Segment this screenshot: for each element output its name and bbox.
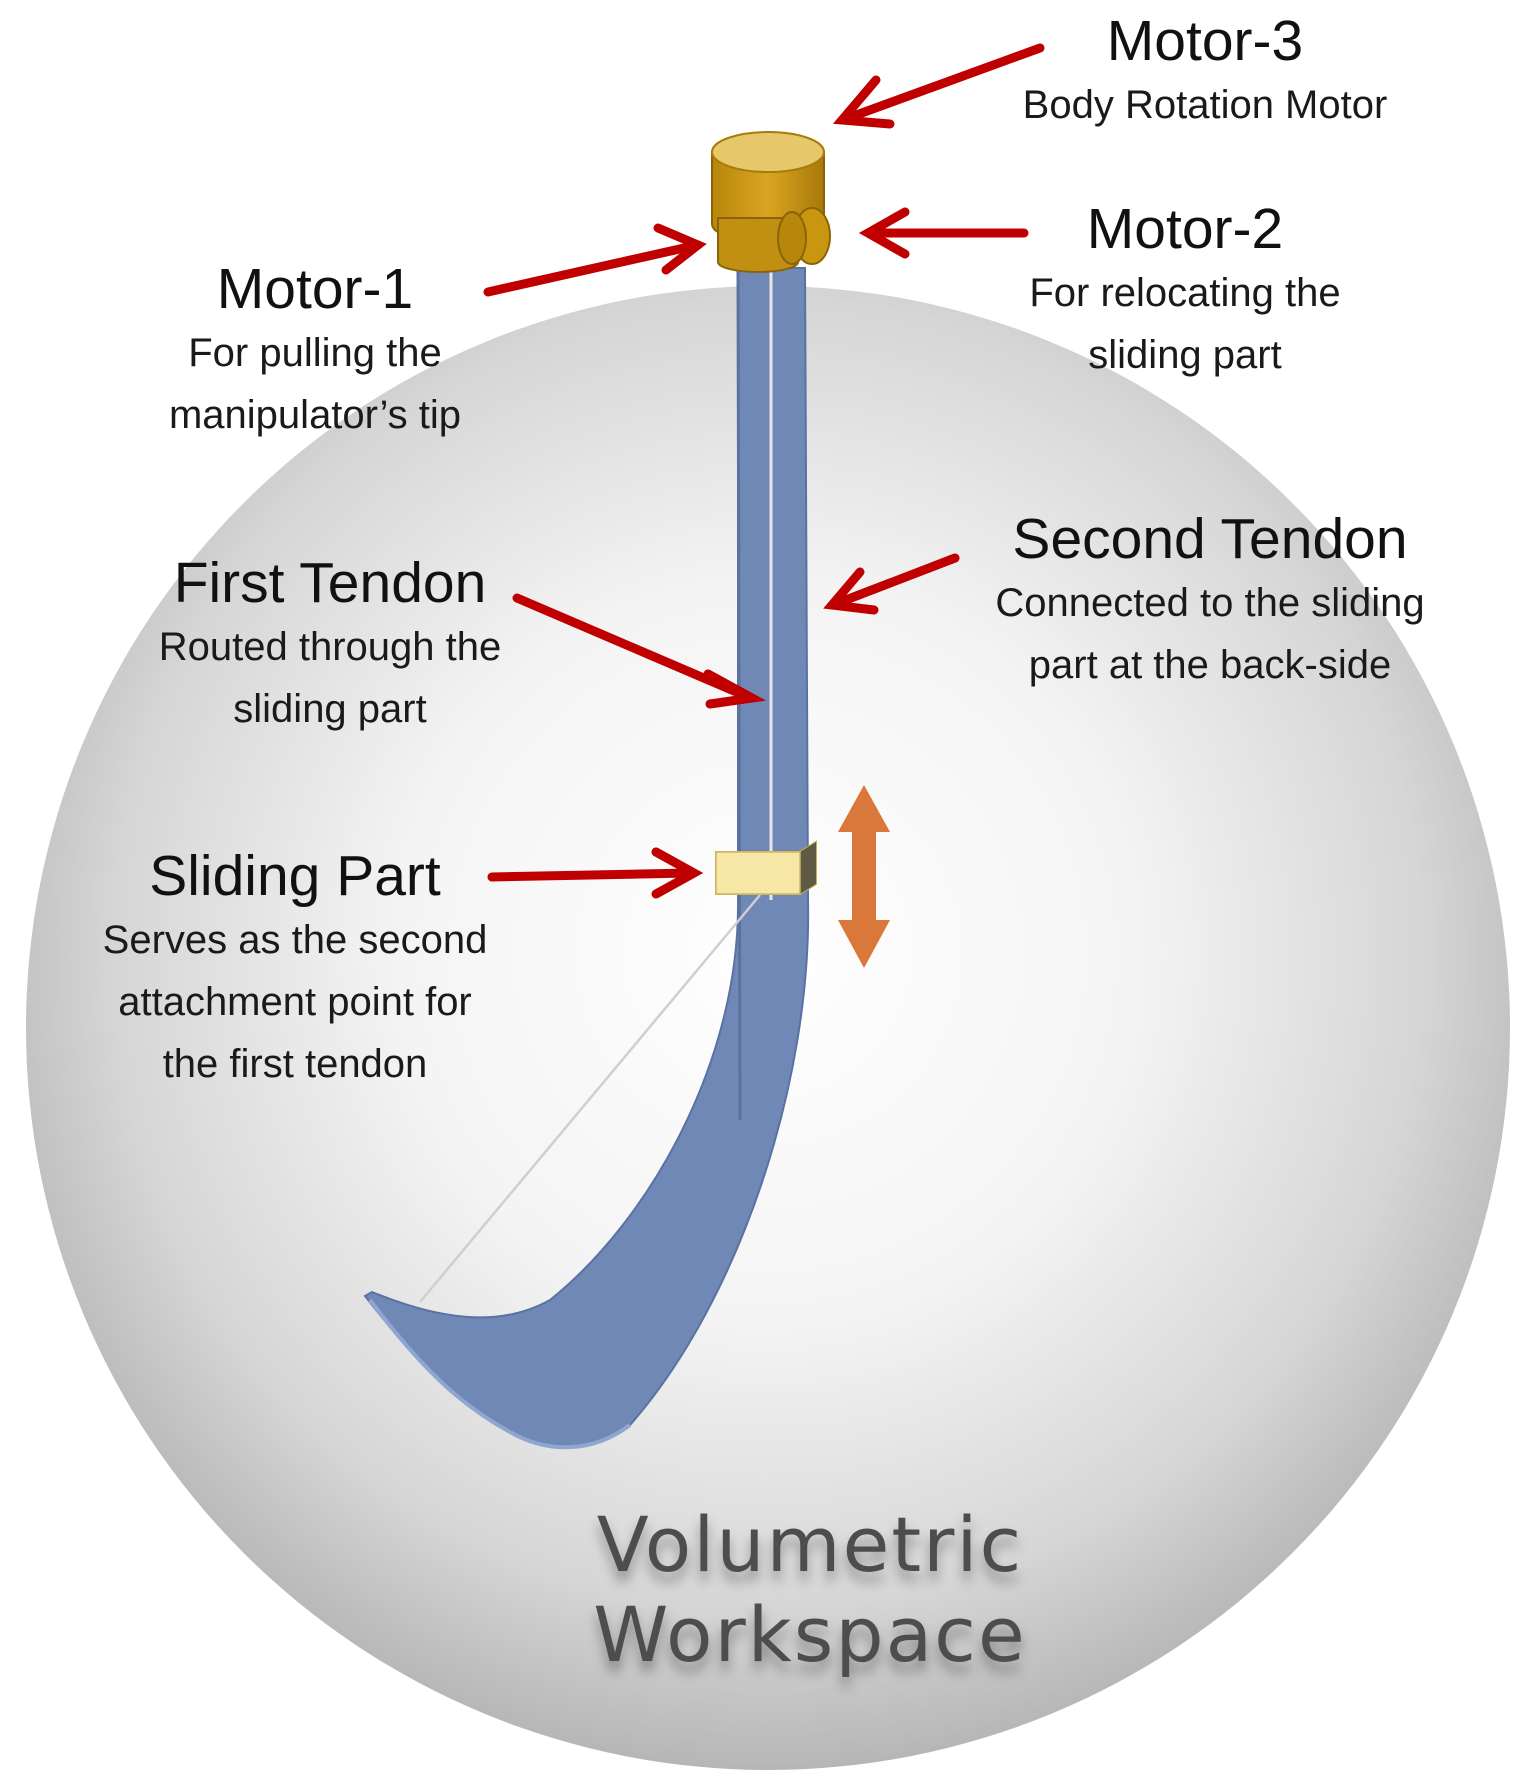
motor-2-label: Motor-2 For relocating the sliding part [965,196,1405,386]
motor-2-description: For relocating the sliding part [1029,271,1341,377]
motor-assembly [711,131,831,273]
second-tendon-label: Second Tendon Connected to the sliding p… [940,506,1480,696]
motor-3-arrow [832,43,1045,129]
motor-1-label: Motor-1 For pulling the manipulator’s ti… [110,256,520,446]
second-tendon-title: Second Tendon [1012,507,1408,571]
first-tendon-description: Routed through the sliding part [158,625,502,731]
first-tendon-free-segment [419,894,761,1303]
callout-arrows [483,43,1045,899]
motor-2-arrow [858,207,1029,259]
motor-3-description: Body Rotation Motor [1022,83,1388,127]
motor-3-title: Motor-3 [1106,9,1304,73]
sliding-part-arrow [487,847,704,899]
motor-1-arrow [483,223,707,297]
first-tendon-arrow [512,593,767,709]
slider-motion-double-arrow [838,785,890,968]
sliding-part-description: Serves as the second attachment point fo… [102,918,488,1086]
second-tendon-arrow [823,553,960,615]
motor-1-description: For pulling the manipulator’s tip [168,331,461,437]
workspace-label: Volumetric Workspace [593,1500,1027,1679]
sliding-part-block [715,840,817,895]
sliding-part-title: Sliding Part [149,844,441,908]
motor-2-title: Motor-2 [1086,197,1284,261]
motor-3-label: Motor-3 Body Rotation Motor [940,8,1470,136]
first-tendon-label: First Tendon Routed through the sliding … [100,550,560,740]
second-tendon-description: Connected to the sliding part at the bac… [995,581,1425,687]
first-tendon-title: First Tendon [173,551,487,615]
sliding-part-label: Sliding Part Serves as the second attach… [60,843,530,1095]
motor-1-title: Motor-1 [216,257,414,321]
